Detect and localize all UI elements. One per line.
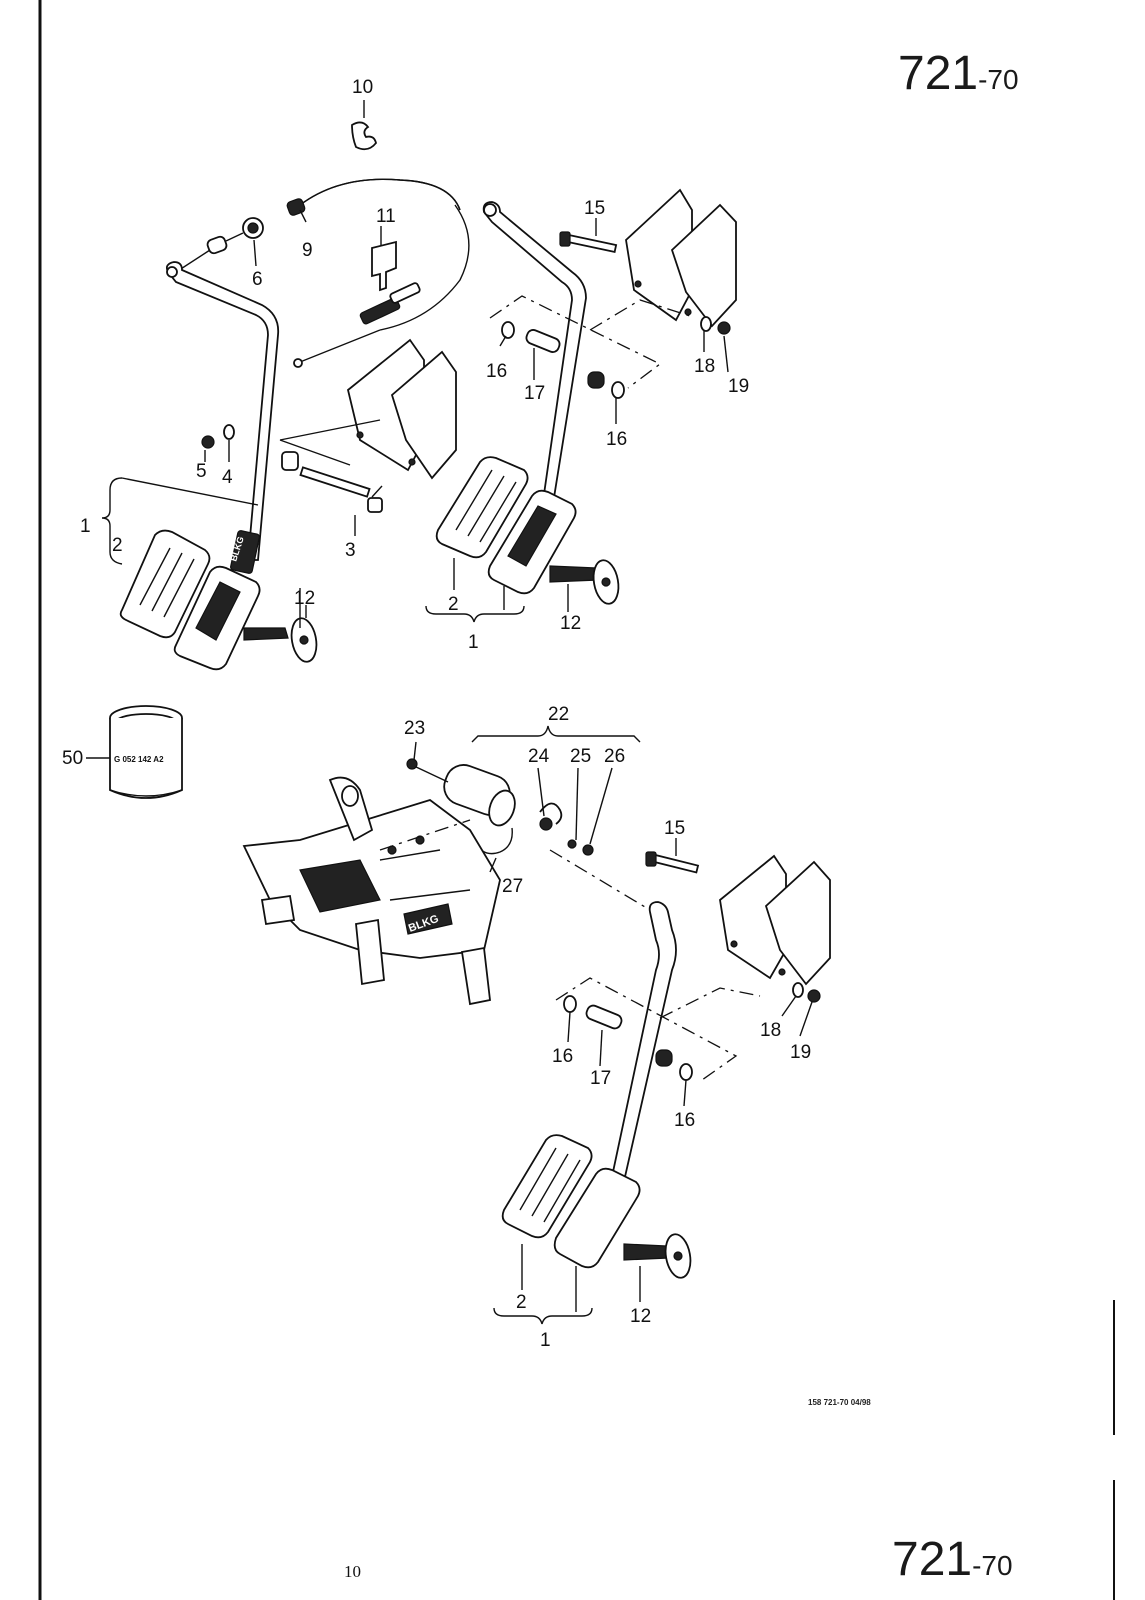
callout-22: 22	[548, 704, 569, 725]
pedal-plate-left	[173, 565, 261, 671]
callout-1-left: 1	[80, 516, 91, 537]
cable-clip-10	[351, 100, 377, 151]
pivot-bolt-3	[299, 466, 383, 536]
bottom-pedal-assembly	[242, 725, 831, 1325]
bearing-bracket-left	[279, 338, 457, 480]
pedal-plate-bottom	[553, 1167, 641, 1269]
page-number-bottom: 721-70	[892, 1532, 1013, 1587]
bolt-15-bottom	[645, 838, 700, 874]
callout-1-right: 1	[468, 632, 479, 653]
cable-bracket-11	[371, 226, 397, 292]
page-number-main-bottom: 721	[892, 1533, 973, 1586]
pivot-dashed-lines-bottom	[555, 977, 761, 1081]
page-number-suffix-bottom: -70	[972, 1550, 1013, 1581]
footer-reference: 158 721-70 04/98	[808, 1398, 871, 1407]
callout-12-bottom: 12	[630, 1306, 651, 1327]
callout-18-top: 18	[694, 356, 715, 377]
callout-16-bottom-b: 16	[674, 1110, 695, 1131]
leader-1-left	[121, 477, 259, 506]
bearing-bracket-right	[625, 188, 737, 328]
pedal-pad-2-left	[119, 529, 211, 639]
callout-19-bottom: 19	[790, 1042, 811, 1063]
callout-23: 23	[404, 718, 425, 739]
callout-25: 25	[570, 746, 591, 767]
page-number-main: 721	[898, 47, 979, 100]
throttle-cable	[169, 178, 470, 368]
group-brace-22	[471, 725, 641, 743]
callout-24: 24	[528, 746, 550, 767]
nut-5-washer-4	[201, 424, 299, 471]
callout-26: 26	[604, 746, 625, 767]
callout-2-right: 2	[448, 594, 459, 615]
damper-axis-dash	[379, 819, 471, 851]
callout-19-top: 19	[728, 376, 749, 397]
bottom-left-mark: 10	[344, 1562, 361, 1581]
callout-11: 11	[376, 206, 396, 227]
callout-15-top: 15	[584, 198, 605, 219]
bushings-16-17-bottom	[563, 995, 693, 1081]
parts-kit-50: G 052 142 A2	[86, 705, 183, 799]
kit-label: G 052 142 A2	[114, 755, 164, 764]
callout-17-bottom: 17	[590, 1068, 611, 1089]
callout-9: 9	[302, 240, 313, 261]
callout-16-bottom-a: 16	[552, 1046, 573, 1067]
pedal-plate-right	[487, 489, 577, 595]
callout-10: 10	[352, 77, 373, 98]
group-brace-1-right	[425, 605, 525, 623]
callout-4: 4	[222, 467, 233, 488]
page-number-suffix: -70	[978, 64, 1019, 95]
group-brace-1-left	[101, 477, 123, 565]
pedal-mounting-bracket	[242, 776, 501, 1006]
callout-18-bottom: 18	[760, 1020, 781, 1041]
callout-12-right: 12	[560, 613, 581, 634]
callout-16-top-b: 16	[606, 429, 627, 450]
pivot-dashed-lines-top	[489, 295, 691, 389]
callout-2-bottom: 2	[516, 1292, 527, 1313]
pedal-pad-2-bottom	[501, 1134, 593, 1239]
bearing-bracket-bottom	[719, 854, 831, 1003]
callout-12-left: 12	[294, 588, 315, 609]
callout-5: 5	[196, 461, 207, 482]
pedal-stop-12-left	[243, 605, 318, 663]
bolt-15-top	[559, 218, 618, 253]
pedal-stop-12-bottom	[623, 1233, 692, 1279]
callout-27: 27	[502, 876, 523, 897]
callout-1-bottom: 1	[540, 1330, 551, 1351]
callout-15-bottom: 15	[664, 818, 685, 839]
callout-50: 50	[62, 748, 83, 769]
callout-labels-top-right: 15 16 17 16 18 19 2 1 12	[448, 198, 749, 653]
page-number-top: 721-70	[898, 46, 1019, 101]
pedal-pad-2-right	[435, 456, 529, 559]
callout-2-left: 2	[112, 535, 123, 556]
pedal-arm-left	[165, 261, 280, 574]
callout-3: 3	[345, 540, 356, 561]
top-left-pedal-assembly	[101, 100, 470, 671]
callout-17-top: 17	[524, 383, 545, 404]
rod-axis-dash	[549, 849, 651, 911]
callout-labels-top-left: 10 11 9 6 1 2 3 4 5 12	[80, 77, 396, 609]
callout-leaders	[253, 209, 813, 1302]
damper-22	[406, 758, 594, 856]
bushings-16-17-top	[501, 316, 731, 399]
pedal-stop-12-right	[549, 559, 620, 605]
group-brace-1-bottom	[493, 1307, 593, 1325]
top-right-pedal-assembly	[425, 188, 737, 623]
callout-labels-bottom: 50 23 22 24 25 26 27 15 18 19 16 17 16 2…	[62, 704, 811, 1351]
callout-6: 6	[252, 269, 263, 290]
callout-16-top-a: 16	[486, 361, 507, 382]
